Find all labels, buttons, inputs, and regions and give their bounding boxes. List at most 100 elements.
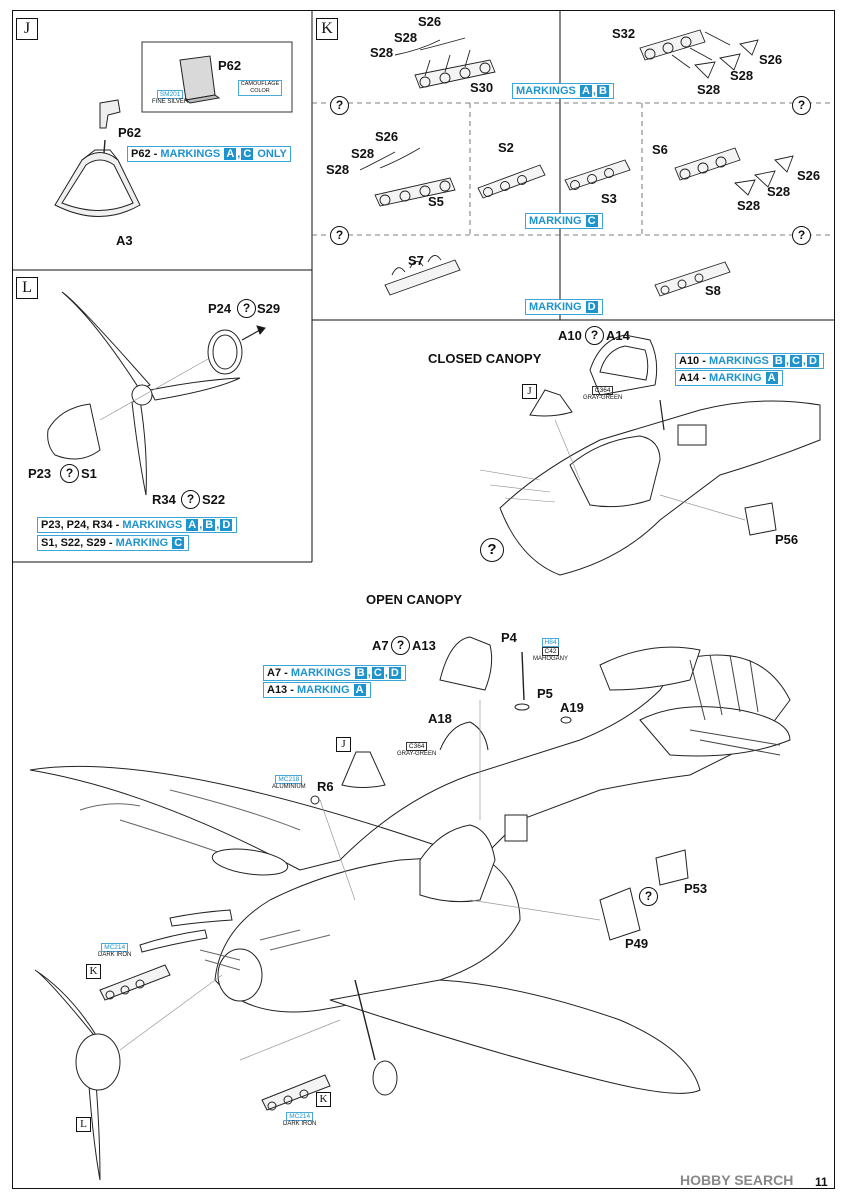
note-prefix: A7 - bbox=[267, 667, 291, 679]
note-word: MARKING bbox=[708, 372, 762, 384]
marking-note-c: MARKING C bbox=[525, 213, 603, 229]
open-canopy-parts-drawing bbox=[310, 636, 572, 805]
note-prefix: P23, P24, R34 - bbox=[41, 519, 123, 531]
note-prefix: A13 - bbox=[267, 684, 297, 696]
label-p49: P49 bbox=[625, 936, 649, 951]
label-p56: P56 bbox=[775, 532, 799, 547]
part-p49-drawing bbox=[599, 887, 641, 941]
paint-sm201: SM201 FINE SILVER bbox=[152, 90, 188, 105]
note-prefix: A14 - bbox=[679, 372, 709, 384]
part-p53-drawing bbox=[655, 849, 689, 886]
note-word: MARKING bbox=[529, 301, 582, 313]
k7-s8: S8 bbox=[705, 283, 721, 298]
label-a10: A10 bbox=[558, 328, 582, 343]
backplate-drawing bbox=[207, 329, 243, 375]
marking-note-l2: S1, S22, S29 - MARKING C bbox=[37, 535, 190, 551]
part-p62-drawing bbox=[179, 55, 221, 104]
note-word: MARKING bbox=[296, 684, 350, 696]
note-prefix: P62 - bbox=[131, 148, 161, 160]
paint-code: C364 bbox=[591, 386, 614, 395]
chip-b: B bbox=[772, 355, 785, 367]
label-s1: S1 bbox=[81, 466, 97, 481]
part-p56-drawing bbox=[744, 502, 777, 536]
k-bomb-group-2 bbox=[639, 29, 759, 79]
chip-c: C bbox=[789, 355, 802, 367]
unsure-icon: ? bbox=[480, 538, 504, 562]
chip-b: B bbox=[354, 667, 367, 679]
paint-name: MAHOGANY bbox=[533, 656, 569, 662]
label-s29: S29 bbox=[257, 301, 281, 316]
page-number: 11 bbox=[815, 1175, 828, 1189]
k-bomb-group-5 bbox=[674, 147, 794, 196]
k1-s28b: S28 bbox=[370, 45, 394, 60]
label-a14: A14 bbox=[606, 328, 630, 343]
k2-s28b: S28 bbox=[697, 82, 721, 97]
chip-d: D bbox=[806, 355, 819, 367]
step-k-marker: K bbox=[316, 18, 338, 40]
chip-b: B bbox=[203, 519, 216, 531]
k3-s26: S26 bbox=[375, 129, 399, 144]
paint-name: GRAY-GREEN bbox=[583, 395, 623, 401]
chip-d: D bbox=[388, 667, 401, 679]
k2-s32: S32 bbox=[612, 26, 636, 41]
label-r34: R34 bbox=[152, 492, 176, 507]
chip-a: A bbox=[353, 684, 366, 696]
label-p4: P4 bbox=[501, 630, 517, 645]
label-p23: P23 bbox=[28, 466, 52, 481]
k5-s28a: S28 bbox=[767, 184, 791, 199]
paint-name: FINE SILVER bbox=[152, 99, 189, 105]
k4-s2: S2 bbox=[498, 140, 514, 155]
label-a13: A13 bbox=[412, 638, 436, 653]
k3-s28b: S28 bbox=[326, 162, 350, 177]
step-j-ref: J bbox=[522, 384, 537, 399]
note-word: MARKINGS bbox=[160, 148, 224, 160]
chip-b: B bbox=[596, 85, 609, 97]
part-a3-drawing bbox=[54, 149, 141, 217]
step-k-ref: K bbox=[86, 964, 101, 979]
marking-note-d: MARKING D bbox=[525, 299, 603, 315]
closed-fuselage-drawing bbox=[479, 399, 821, 576]
unsure-icon: ? bbox=[639, 887, 658, 906]
label-p62: P62 bbox=[118, 125, 142, 140]
label-p53: P53 bbox=[684, 881, 708, 896]
note-word: MARKING bbox=[529, 215, 582, 227]
unsure-icon: ? bbox=[330, 226, 349, 245]
k-bomb-group-4 bbox=[477, 159, 631, 199]
chip-a: A bbox=[186, 519, 199, 531]
k5-s6: S6 bbox=[652, 142, 668, 157]
closed-canopy-drawing bbox=[589, 334, 658, 396]
step-l-ref: L bbox=[76, 1117, 91, 1132]
chip-c: C bbox=[241, 148, 254, 160]
label-r6: R6 bbox=[317, 779, 334, 794]
chip-a: A bbox=[765, 372, 778, 384]
label-p5: P5 bbox=[537, 686, 553, 701]
watermark: HOBBY SEARCH bbox=[680, 1172, 794, 1188]
paint-code: MC214 bbox=[286, 1112, 314, 1121]
marking-note-a10: A10 - MARKINGS B,C,D bbox=[675, 353, 824, 369]
note-prefix: S1, S22, S29 - bbox=[41, 537, 116, 549]
paint-c364: C364 GRAY-GREEN bbox=[583, 386, 622, 401]
step-j-ref: J bbox=[336, 737, 351, 752]
label-a7: A7 bbox=[372, 638, 389, 653]
k1-s26: S26 bbox=[418, 14, 442, 29]
marking-note-ab: MARKINGS A,B bbox=[512, 83, 614, 99]
note-prefix: A10 - bbox=[679, 355, 709, 367]
unsure-icon: ? bbox=[330, 96, 349, 115]
paint-code: C364 bbox=[405, 742, 428, 751]
chip-c: C bbox=[585, 215, 598, 227]
closed-canopy-title: CLOSED CANOPY bbox=[428, 351, 542, 366]
propeller-drawing bbox=[61, 291, 241, 496]
paint-name: ALUMINIUM bbox=[272, 784, 306, 790]
paint-mc218: MC218 ALUMINIUM bbox=[272, 775, 306, 790]
unsure-icon: ? bbox=[391, 636, 410, 655]
step-k-ref: K bbox=[316, 1092, 331, 1107]
marking-note-a14: A14 - MARKING A bbox=[675, 370, 783, 386]
open-canopy-title: OPEN CANOPY bbox=[366, 592, 463, 607]
label-a19: A19 bbox=[560, 700, 584, 715]
paint-camouflage: CAMOUFLAGE COLOR bbox=[238, 80, 282, 96]
note-word: MARKINGS bbox=[516, 85, 576, 97]
note-word: MARKING bbox=[115, 537, 169, 549]
open-prop-drawing bbox=[34, 969, 121, 1181]
note-suffix: ONLY bbox=[254, 148, 287, 160]
k-bomb-group-6 bbox=[384, 255, 461, 296]
